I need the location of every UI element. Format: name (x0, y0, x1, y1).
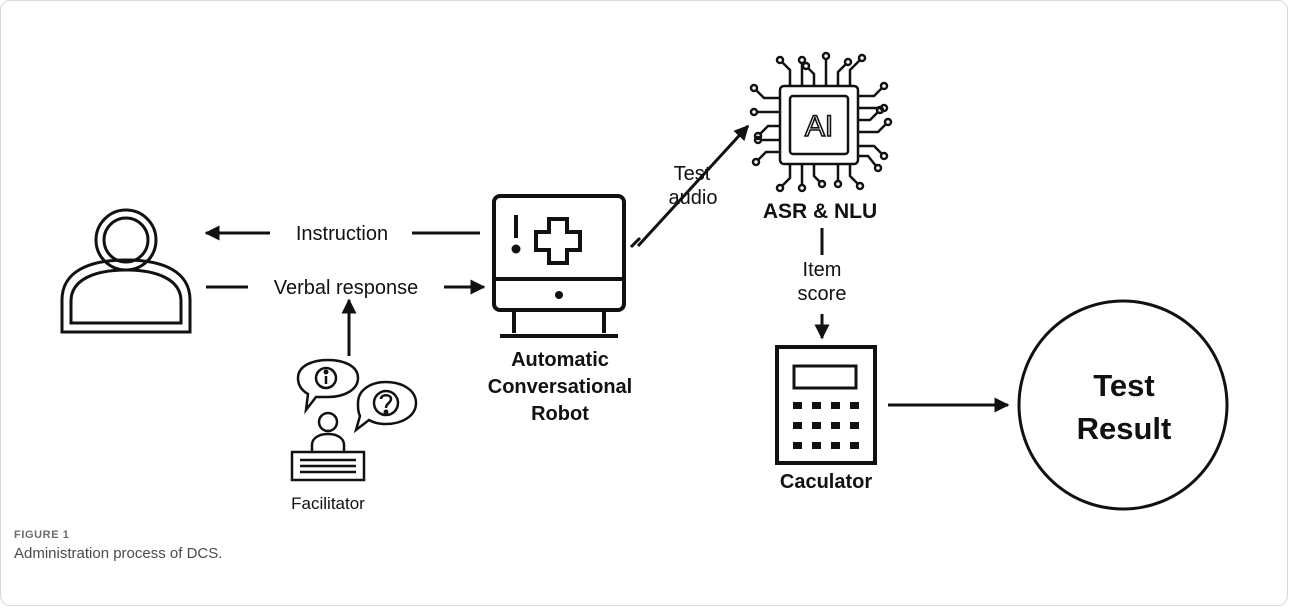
robot-label-line2: Conversational (488, 376, 632, 398)
test-result-line1: Test (1093, 368, 1154, 403)
info-icon (296, 358, 360, 415)
robot-label-line3: Robot (531, 403, 589, 425)
test-audio-arrow (636, 124, 750, 248)
facilitator-icon (290, 358, 418, 482)
test-audio-label-line2: audio (669, 187, 718, 209)
calculator-icon (775, 345, 877, 465)
figure-caption: Administration process of DCS. (14, 545, 223, 562)
test-result-circle (1017, 299, 1229, 511)
asr-nlu-label: ASR & NLU (763, 200, 877, 223)
monitor-medical-icon (492, 194, 626, 338)
figure-label: FIGURE 1 (14, 529, 70, 541)
calculator-label: Caculator (780, 471, 872, 493)
facilitator-label: Facilitator (291, 494, 365, 513)
ai-chip-text: AI (805, 110, 833, 143)
ai-chip-icon (749, 51, 893, 193)
item-score-label-line1: Item (803, 259, 842, 281)
question-icon (353, 380, 418, 434)
monitor-button (555, 291, 563, 299)
item-score-label-line2: score (798, 283, 847, 305)
robot-label-line1: Automatic (511, 349, 609, 371)
verbal-response-label: Verbal response (274, 277, 419, 299)
instruction-label: Instruction (296, 223, 388, 245)
test-audio-label-line1: Test (674, 163, 711, 185)
test-audio-arrow-stub (629, 236, 642, 249)
test-result-line2: Result (1077, 411, 1172, 446)
person-icon (60, 208, 192, 334)
